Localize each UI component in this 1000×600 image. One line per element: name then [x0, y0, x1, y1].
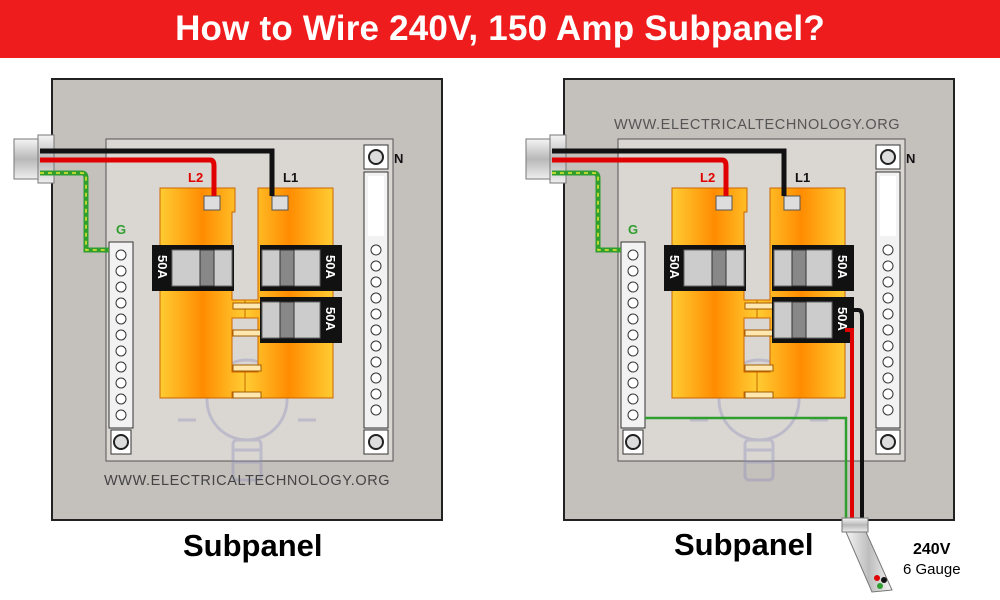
bus-bar-l2 — [671, 187, 758, 399]
neutral-bar — [875, 144, 901, 455]
label-neutral: N — [906, 151, 915, 166]
breaker-left-50a — [152, 245, 234, 291]
feeder-gauge-label: 6 Gauge — [903, 561, 961, 578]
label-l2: L2 — [700, 170, 715, 185]
caption-left: Subpanel — [183, 528, 323, 563]
lug-l1 — [783, 195, 801, 211]
breaker-right-50a-bottom — [260, 297, 342, 343]
ground-bar — [620, 241, 646, 455]
branch-wire-red — [845, 328, 854, 520]
branch-wire-ground — [645, 416, 848, 520]
breaker-rating-left: 50A — [155, 255, 170, 279]
watermark-left: WWW.ELECTRICALTECHNOLOGY.ORG — [104, 473, 390, 489]
breaker-right-50a-top — [772, 245, 854, 291]
page-title: How to Wire 240V, 150 Amp Subpanel? — [175, 9, 825, 48]
lug-l1 — [271, 195, 289, 211]
bus-bar-l1 — [756, 187, 846, 399]
breaker-left-50a — [664, 245, 746, 291]
breaker-rating-right-bottom: 50A — [835, 307, 850, 331]
neutral-bar — [363, 144, 389, 455]
wire-l1-black — [40, 148, 275, 196]
wire-l1-black — [552, 148, 787, 196]
label-ground: G — [116, 222, 126, 237]
breaker-rating-left: 50A — [667, 255, 682, 279]
outgoing-cable — [841, 517, 893, 593]
breaker-right-50a-top — [260, 245, 342, 291]
right-subpanel — [525, 78, 955, 593]
title-banner: How to Wire 240V, 150 Amp Subpanel? — [0, 0, 1000, 58]
wire-l2-red — [40, 157, 217, 196]
branch-wire-black — [845, 308, 864, 520]
caption-right: Subpanel — [674, 527, 814, 562]
feeder-voltage-label: 240V — [913, 541, 951, 558]
wire-l2-red — [552, 157, 729, 196]
bus-bar-l2 — [159, 187, 246, 399]
label-neutral: N — [394, 151, 403, 166]
lug-l2 — [715, 195, 733, 211]
label-ground: G — [628, 222, 638, 237]
breaker-rating-right-top: 50A — [835, 255, 850, 279]
lug-l2 — [203, 195, 221, 211]
watermark-right: WWW.ELECTRICALTECHNOLOGY.ORG — [614, 117, 900, 133]
breaker-rating-right-top: 50A — [323, 255, 338, 279]
label-l1: L1 — [795, 170, 810, 185]
breaker-right-50a-bottom — [772, 297, 854, 343]
label-l1: L1 — [283, 170, 298, 185]
breaker-rating-right-bottom: 50A — [323, 307, 338, 331]
bus-bar-l1 — [244, 187, 334, 399]
ground-bar — [108, 241, 134, 455]
left-subpanel — [13, 78, 443, 521]
label-l2: L2 — [188, 170, 203, 185]
